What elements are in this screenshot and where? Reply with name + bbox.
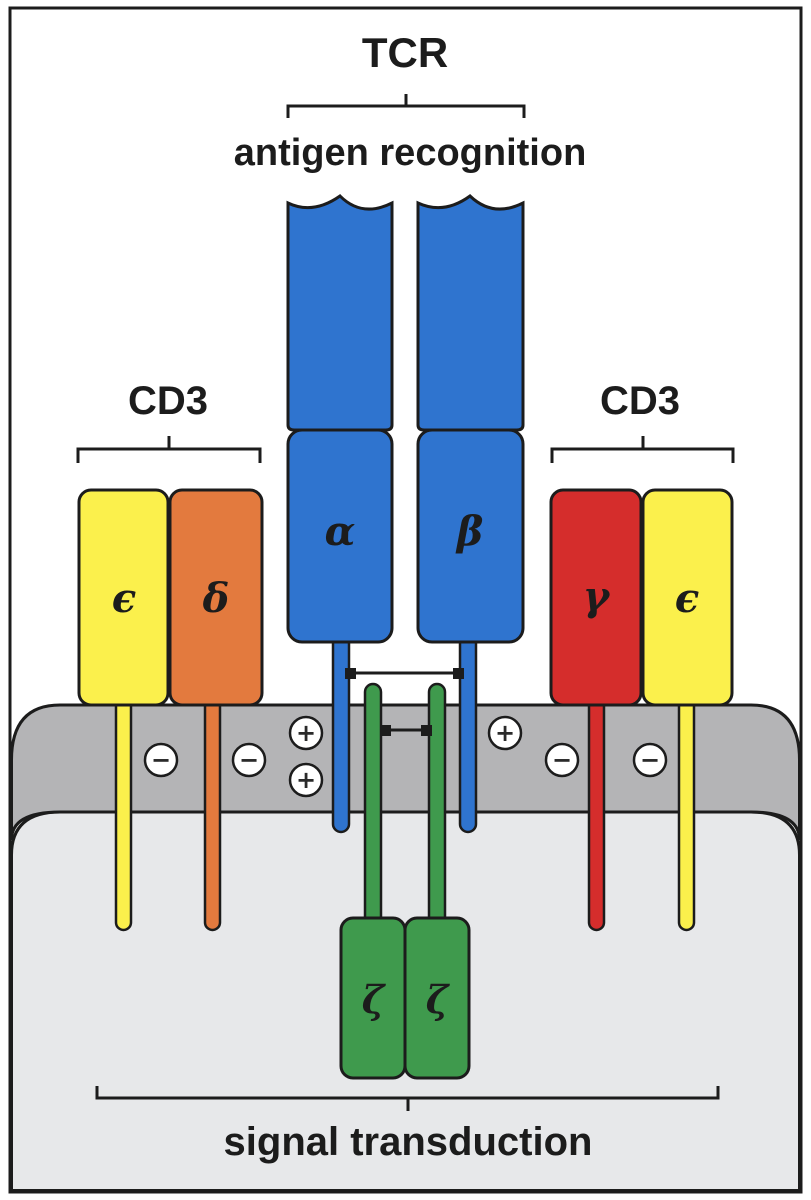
cd3-left-label: CD3	[128, 379, 208, 423]
zeta-right-label: ζ	[426, 977, 451, 1022]
epsilon-right-label: ϵ	[675, 575, 699, 622]
zeta-right-stalk	[427, 682, 447, 936]
tcr-beta-variable-domain	[416, 194, 525, 432]
cd3-right-bracket	[550, 436, 735, 463]
cd3-delta-tail	[203, 693, 222, 932]
antigen-recognition-label: antigen recognition	[234, 132, 587, 174]
cd3-right-label: CD3	[600, 379, 680, 423]
zeta-disulfide-bond	[380, 725, 432, 736]
positive-charge-1: +	[288, 715, 324, 751]
tcr-alpha-variable-domain	[286, 194, 394, 432]
positive-charge-2: +	[288, 762, 324, 798]
cd3-epsilon-left-block	[77, 488, 170, 707]
zeta-right-domain	[403, 916, 471, 1080]
positive-charge-3: +	[487, 715, 523, 751]
beta-label: β	[455, 508, 484, 555]
tcr-disulfide-bond	[345, 668, 464, 679]
svg-text:−: −	[552, 746, 572, 774]
alpha-label: α	[325, 508, 356, 555]
tcr-alpha-tail	[331, 628, 351, 834]
tcr-beta-tail	[458, 628, 478, 834]
cd3-delta-block	[168, 488, 264, 707]
cd3-epsilon-left-tail	[114, 693, 133, 932]
cd3-left-bracket	[76, 436, 262, 463]
svg-text:−: −	[151, 746, 171, 774]
epsilon-left-label: ϵ	[112, 575, 136, 622]
tcr-beta-constant-domain	[416, 428, 525, 644]
negative-charge-1: −	[143, 742, 179, 778]
cd3-gamma-tail	[587, 693, 606, 932]
tcr-alpha-constant-domain	[286, 428, 394, 644]
cd3-epsilon-right-block	[641, 488, 734, 707]
signal-transduction-label: signal transduction	[224, 1120, 593, 1164]
svg-text:−: −	[239, 746, 259, 774]
signal-transduction-bracket	[95, 1086, 720, 1111]
zeta-left-label: ζ	[362, 977, 387, 1022]
gamma-label: γ	[583, 573, 611, 620]
cd3-epsilon-right-tail	[677, 693, 696, 932]
svg-text:+: +	[296, 766, 316, 794]
negative-charge-3: −	[544, 742, 580, 778]
negative-charge-2: −	[231, 742, 267, 778]
svg-text:+: +	[495, 719, 515, 747]
cd3-gamma-block	[549, 488, 643, 707]
negative-charge-4: −	[632, 742, 668, 778]
svg-text:−: −	[640, 746, 660, 774]
svg-text:+: +	[296, 719, 316, 747]
tcr-bracket	[286, 94, 526, 118]
delta-label: δ	[202, 575, 230, 622]
zeta-left-stalk	[363, 682, 383, 936]
tcr-label: TCR	[362, 29, 448, 76]
